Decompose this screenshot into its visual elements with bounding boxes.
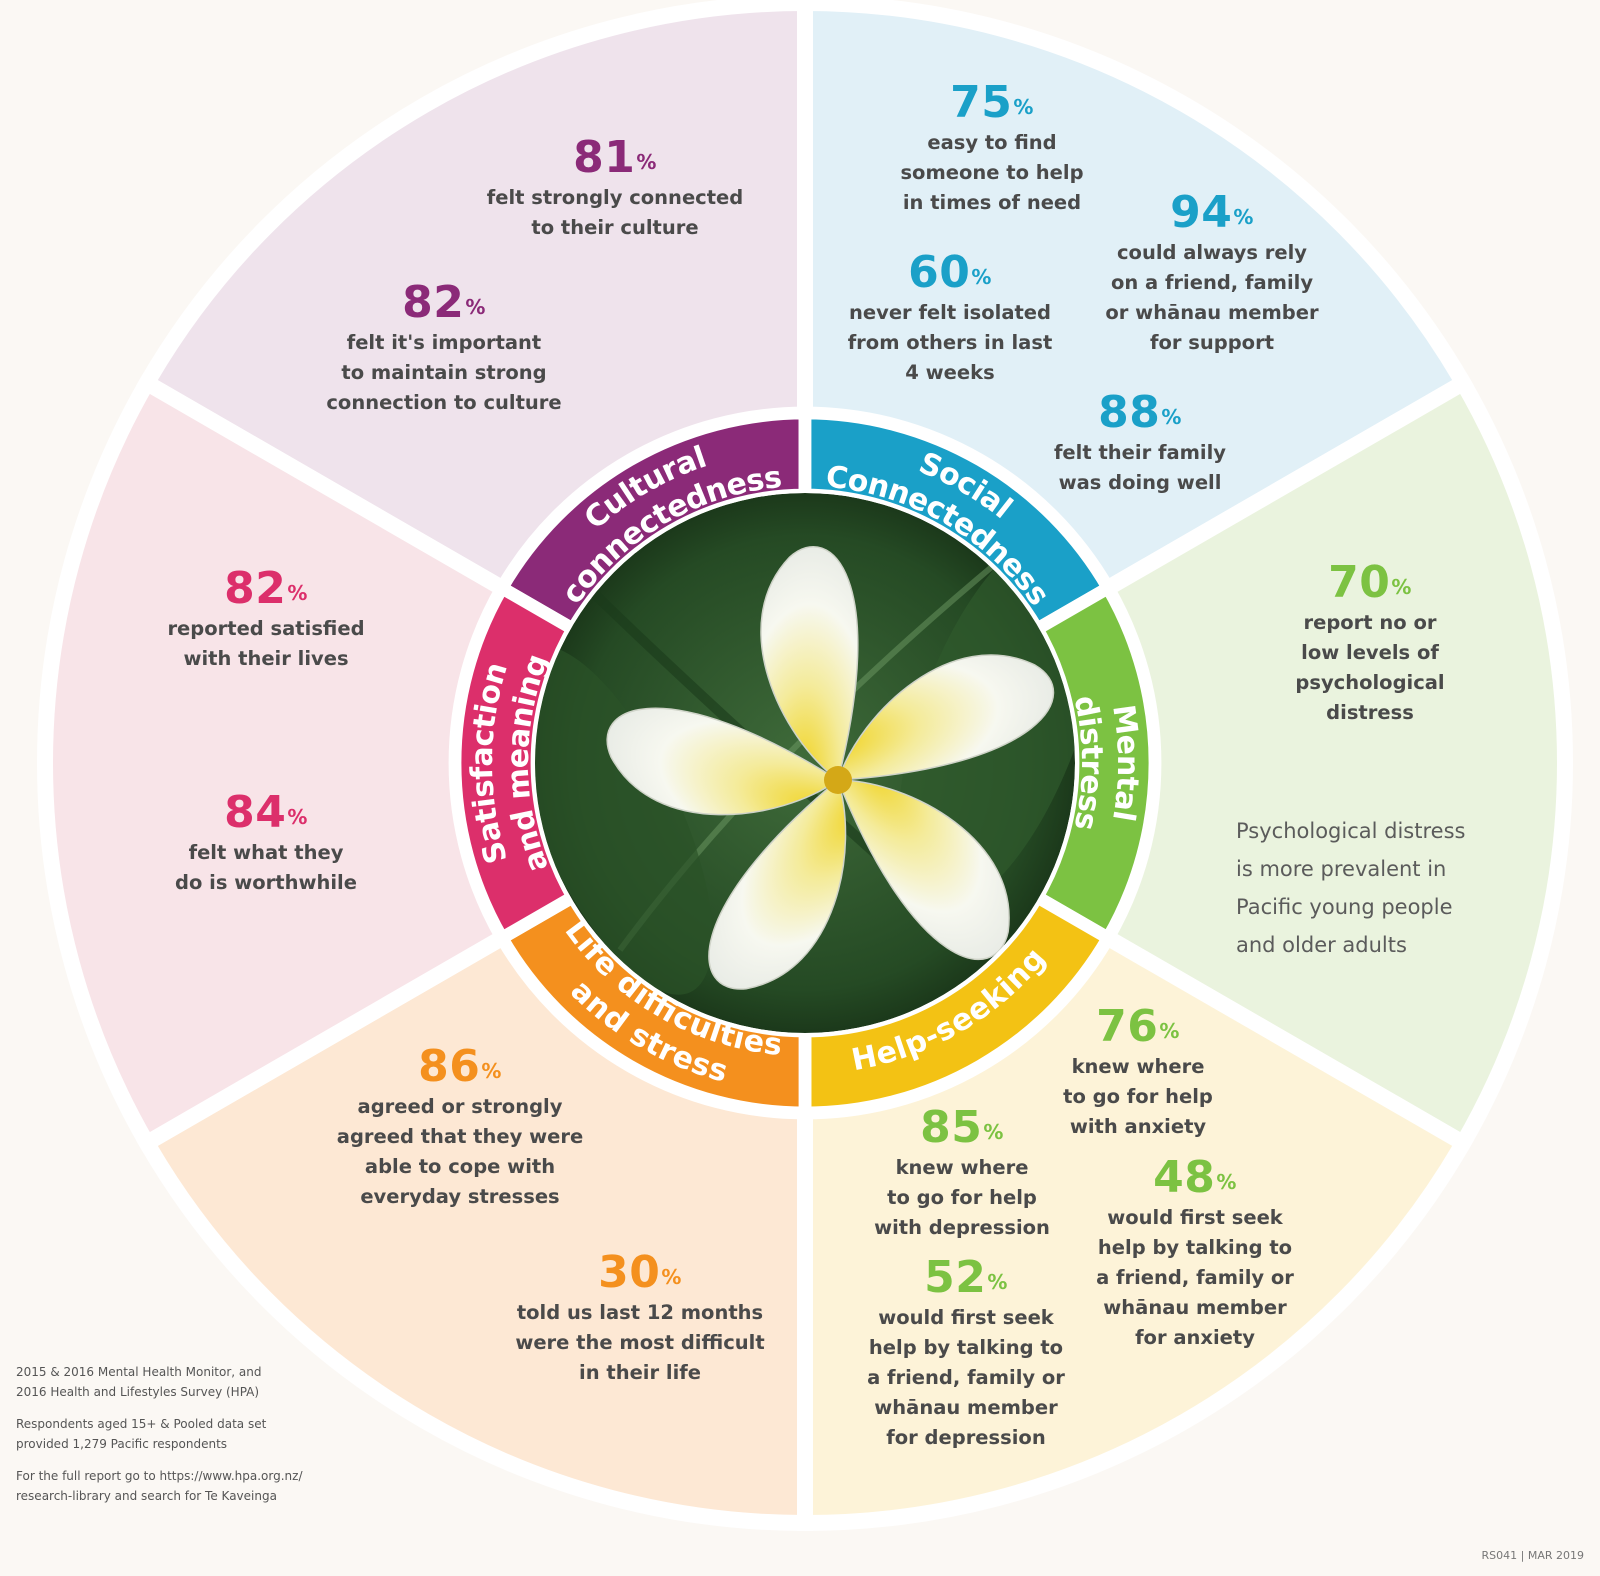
stat-description: would first seek help by talking to a fr… (867, 1306, 1065, 1449)
footer-report-link[interactable]: For the full report go to https://www.hp… (16, 1469, 303, 1503)
footer-source: 2015 & 2016 Mental Health Monitor, and 2… (16, 1365, 262, 1399)
stat-percent: 82% (402, 277, 486, 328)
stat-description: knew where to go for help with anxiety (1063, 1055, 1213, 1138)
petal (836, 779, 1010, 961)
stat-percent: 70% (1328, 557, 1412, 608)
stat-description: agreed or strongly agreed that they were… (336, 1095, 584, 1208)
stat-description: told us last 12 months were the most dif… (515, 1301, 765, 1384)
document-reference: RS041 | MAR 2019 (1481, 1549, 1584, 1562)
stat-description: felt what they do is worthwhile (175, 841, 357, 894)
stat-satisfaction-84: 84% felt what they do is worthwhile (116, 788, 416, 898)
stat-cultural-81: 81% felt strongly connected to their cul… (465, 133, 765, 243)
stat-description: felt strongly connected to their culture (486, 186, 744, 239)
stat-satisfaction-82: 82% reported satisfied with their lives (116, 564, 416, 674)
stat-percent: 30% (598, 1247, 682, 1298)
stat-percent: 76% (1096, 1001, 1180, 1052)
petal (606, 707, 840, 816)
stat-description: could always rely on a friend, family or… (1105, 241, 1319, 354)
stat-percent: 94% (1170, 187, 1254, 238)
plumeria-flower-image (535, 493, 1075, 1033)
stat-description: easy to find someone to help in times of… (900, 131, 1084, 214)
stat-help-76: 76% knew where to go for help with anxie… (988, 1002, 1288, 1142)
stat-description: felt their family was doing well (1053, 441, 1227, 494)
stat-help-85: 85% knew where to go for help with depre… (812, 1103, 1112, 1243)
petal (708, 778, 847, 990)
stat-percent: 85% (920, 1102, 1004, 1153)
stat-percent: 75% (950, 77, 1034, 128)
stat-description: felt it's important to maintain strong c… (326, 331, 562, 414)
stat-percent: 81% (573, 132, 657, 183)
stat-percent: 86% (418, 1041, 502, 1092)
stat-percent: 60% (908, 247, 992, 298)
stat-description: reported satisfied with their lives (167, 617, 365, 670)
stat-social-75: 75% easy to find someone to help in time… (842, 78, 1142, 218)
stat-description: would first seek help by talking to a fr… (1096, 1206, 1294, 1349)
segment-mental (788, 372, 1573, 1154)
stat-help-48: 48% would first seek help by talking to … (1045, 1153, 1345, 1353)
category-label-mental: Mental (1106, 703, 1146, 824)
stat-percent: 84% (224, 787, 308, 838)
petal (836, 654, 1055, 781)
stat-description: report no or low levels of psychological… (1295, 611, 1445, 724)
petal (760, 546, 859, 782)
stat-percent: 48% (1153, 1152, 1237, 1203)
mental-distress-note: Psychological distress is more prevalent… (1236, 819, 1466, 957)
stat-percent: 82% (224, 563, 308, 614)
stat-description: knew where to go for help with depressio… (874, 1156, 1050, 1239)
stat-life-30: 30% told us last 12 months were the most… (490, 1248, 790, 1388)
stat-percent: 88% (1098, 387, 1182, 438)
footer-respondents: Respondents aged 15+ & Pooled data set p… (16, 1417, 267, 1451)
stat-percent: 52% (924, 1252, 1008, 1303)
stat-life-86: 86% agreed or strongly agreed that they … (310, 1042, 610, 1212)
stat-social-88: 88% felt their family was doing well (990, 388, 1290, 498)
stat-social-94: 94% could always rely on a friend, famil… (1062, 188, 1362, 358)
stat-cultural-82: 82% felt it's important to maintain stro… (294, 278, 594, 418)
stat-help-52: 52% would first seek help by talking to … (816, 1253, 1116, 1453)
stat-social-60: 60% never felt isolated from others in l… (800, 248, 1100, 388)
stat-description: never felt isolated from others in last … (847, 301, 1053, 384)
stat-mental-70: 70% report no or low levels of psycholog… (1220, 558, 1520, 728)
segment-satisfaction (37, 372, 821, 1154)
